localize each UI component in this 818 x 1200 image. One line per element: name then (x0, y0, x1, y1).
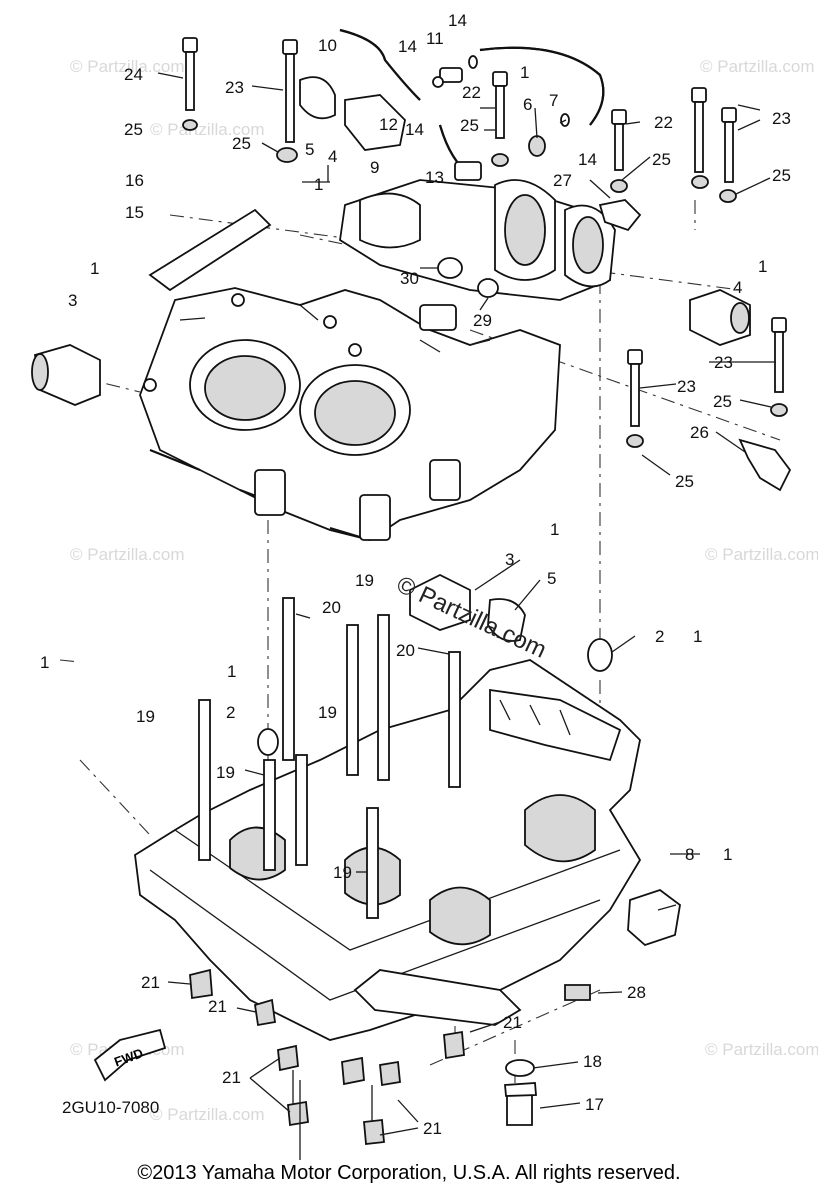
callout-1: 1 (314, 175, 323, 194)
callout-1: 1 (723, 845, 732, 864)
watermark-tile: © Partzilla.com (705, 1040, 818, 1059)
callout-1: 1 (550, 520, 559, 539)
watermark-tile: © Partzilla.com (150, 120, 265, 139)
callout-14: 14 (405, 120, 424, 139)
callout-23: 23 (677, 377, 696, 396)
callout-27: 27 (553, 171, 572, 190)
callout-25: 25 (232, 134, 251, 153)
callout-19: 19 (318, 703, 337, 722)
callout-22: 22 (462, 83, 481, 102)
callout-20: 20 (322, 598, 341, 617)
callout-1: 1 (90, 259, 99, 278)
callout-14: 14 (448, 11, 467, 30)
callout-21: 21 (222, 1068, 241, 1087)
stud-19 (198, 699, 211, 861)
callout-13: 13 (425, 168, 444, 187)
stud-19 (346, 624, 359, 776)
callout-22: 22 (654, 113, 673, 132)
callout-21: 21 (208, 997, 227, 1016)
watermark-tile: © Partzilla.com (70, 545, 185, 564)
stud-20b (448, 651, 461, 788)
watermark-tile: © Partzilla.com (705, 545, 818, 564)
callout-1: 1 (758, 257, 767, 276)
callout-10: 10 (318, 36, 337, 55)
callout-25: 25 (652, 150, 671, 169)
leader-lines (157, 72, 776, 1136)
upper-crankcase (139, 179, 792, 542)
callout-28: 28 (627, 983, 646, 1002)
callout-21: 21 (141, 973, 160, 992)
callout-6: 6 (523, 95, 532, 114)
callout-15: 15 (125, 203, 144, 222)
callout-25: 25 (675, 472, 694, 491)
callout-25: 25 (713, 392, 732, 411)
callout-1: 1 (227, 662, 236, 681)
callout-5: 5 (305, 140, 314, 159)
callout-30: 30 (400, 269, 419, 288)
callout-24: 24 (124, 65, 143, 84)
watermark-tiles: © Partzilla.com © Partzilla.com © Partzi… (70, 57, 818, 1124)
callout-labels: 24 23 25 25 5 4 1 10 14 11 14 14 22 12 9… (40, 11, 791, 1138)
stud-20a (282, 597, 295, 761)
callout-12: 12 (379, 115, 398, 134)
callout-1: 1 (693, 627, 702, 646)
callout-20: 20 (396, 641, 415, 660)
callout-19: 19 (333, 863, 352, 882)
callout-4: 4 (328, 147, 337, 166)
callout-21: 21 (423, 1119, 442, 1138)
watermark-tile: © Partzilla.com (150, 1105, 265, 1124)
watermark-tile: © Partzilla.com (70, 57, 185, 76)
lower-crankcase (134, 659, 642, 1041)
bolts (182, 37, 788, 448)
callout-11: 11 (426, 29, 444, 48)
callout-19: 19 (355, 571, 374, 590)
callout-21: 21 (503, 1013, 522, 1032)
callout-14: 14 (398, 37, 417, 56)
seals-and-bearings (31, 76, 751, 947)
stud-19 (366, 807, 379, 919)
callout-1: 1 (520, 63, 529, 82)
callout-25: 25 (772, 166, 791, 185)
callout-23: 23 (225, 78, 244, 97)
callout-3: 3 (68, 291, 77, 310)
callout-25: 25 (124, 120, 143, 139)
callout-2: 2 (226, 703, 235, 722)
callout-14: 14 (578, 150, 597, 169)
callout-19: 19 (136, 707, 155, 726)
crankcase-studs (198, 597, 461, 919)
callout-1: 1 (40, 653, 49, 672)
callout-26: 26 (690, 423, 709, 442)
callout-29: 29 (473, 311, 492, 330)
drawing-code: 2GU10-7080 (62, 1098, 159, 1117)
callout-18: 18 (583, 1052, 602, 1071)
lower-fasteners (189, 968, 591, 1160)
callout-5: 5 (547, 569, 556, 588)
callout-4: 4 (733, 278, 742, 297)
callout-23: 23 (772, 109, 791, 128)
stud-19 (377, 614, 390, 781)
callout-16: 16 (125, 171, 144, 190)
callout-25: 25 (460, 116, 479, 135)
copyright-footer: ©2013 Yamaha Motor Corporation, U.S.A. A… (137, 1162, 681, 1184)
stud-19 (295, 754, 308, 866)
callout-8: 8 (685, 845, 694, 864)
hoses (339, 28, 605, 181)
callout-19: 19 (216, 763, 235, 782)
callout-2: 2 (655, 627, 664, 646)
callout-17: 17 (585, 1095, 604, 1114)
watermark-tile: © Partzilla.com (700, 57, 815, 76)
callout-23: 23 (714, 353, 733, 372)
callout-7: 7 (549, 91, 558, 110)
stud-19 (263, 759, 276, 871)
callout-9: 9 (370, 158, 379, 177)
callout-3: 3 (505, 550, 514, 569)
